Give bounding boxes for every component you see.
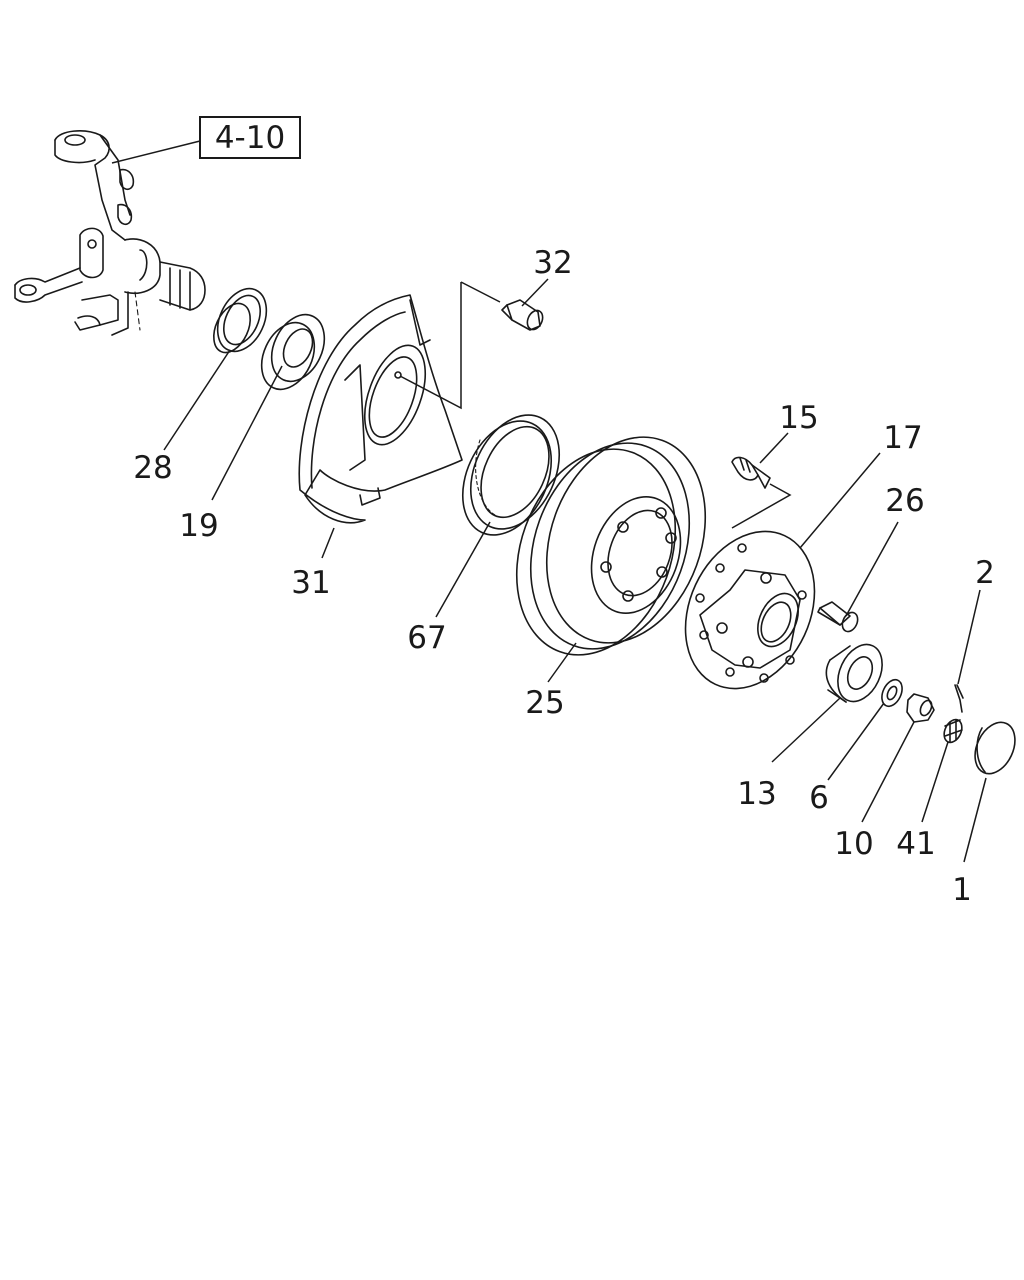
oil-seal (213, 287, 268, 354)
leader-25 (547, 642, 577, 683)
shield-bolt (501, 299, 544, 331)
callout-67: 67 (407, 620, 446, 656)
callout-labels: 32 28 19 31 67 15 17 26 2 25 13 6 10 41 … (133, 245, 995, 908)
reference-box (199, 116, 301, 159)
callout-32: 32 (533, 245, 572, 281)
callout-2: 2 (975, 555, 995, 591)
hub-bolt (817, 601, 859, 633)
reference-label: 4-10 (215, 120, 285, 156)
leader-6 (827, 702, 885, 781)
callout-28: 28 (133, 450, 172, 486)
brake-disc (515, 436, 707, 656)
leader-31 (321, 527, 335, 559)
callout-15: 15 (779, 400, 818, 436)
leader-26 (845, 521, 899, 617)
lock-cap (943, 718, 963, 744)
leader-32 (521, 278, 549, 307)
callout-41: 41 (896, 826, 935, 862)
leader-4-10 (111, 140, 201, 164)
outer-bearing (461, 414, 561, 536)
leader-1 (963, 777, 987, 863)
dust-shield (298, 294, 463, 524)
leader-67 (435, 521, 491, 618)
callout-1: 1 (952, 872, 972, 908)
steering-knuckle (14, 130, 206, 336)
hub-nut (906, 693, 935, 723)
callout-19: 19 (179, 508, 218, 544)
stud-15-leader (731, 483, 792, 529)
callout-26: 26 (885, 483, 924, 519)
wheel-hub (684, 530, 816, 690)
leader-13 (771, 697, 841, 763)
bearing-cone (825, 643, 883, 703)
callout-17: 17 (883, 420, 922, 456)
callout-31: 31 (291, 565, 330, 601)
leader-15 (759, 432, 789, 464)
leader-28 (163, 349, 231, 451)
leader-19 (211, 365, 283, 501)
leader-2 (957, 589, 981, 685)
bolt-32-leader (399, 281, 501, 410)
wheel-stud (731, 456, 771, 489)
leader-17 (799, 452, 881, 549)
leader-10 (861, 721, 915, 823)
leader-lines (111, 140, 987, 863)
grease-cap (974, 721, 1016, 775)
leader-41 (921, 741, 949, 823)
callout-25: 25 (525, 685, 564, 721)
callout-13: 13 (737, 776, 776, 812)
callout-10: 10 (834, 826, 873, 862)
washer (881, 678, 903, 708)
callout-6: 6 (809, 780, 829, 816)
cotter-pin (954, 684, 964, 713)
inner-bearing (260, 313, 326, 391)
